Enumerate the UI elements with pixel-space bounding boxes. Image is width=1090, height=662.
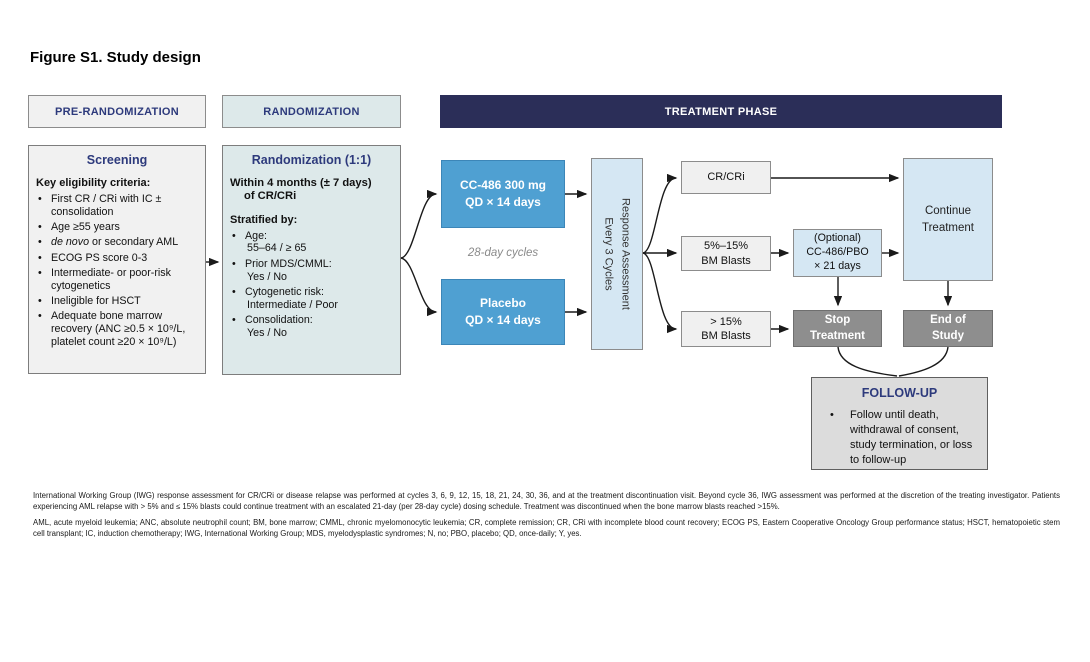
optional-escalation-box: (Optional) CC-486/PBO × 21 days: [793, 229, 882, 277]
screening-title: Screening: [86, 153, 148, 167]
end-of-study-box: End of Study: [903, 310, 993, 347]
footnote-abbreviations: AML, acute myeloid leukemia; ANC, absolu…: [33, 518, 1060, 539]
follow-up-title: FOLLOW-UP: [861, 386, 938, 400]
list-item: • Consolidation:Yes / No: [232, 314, 313, 339]
list-item: • Cytogenetic risk:Intermediate / Poor: [232, 285, 338, 311]
list-item: • ECOG PS score 0-3: [38, 251, 148, 264]
bullet-icon: •: [232, 229, 236, 242]
bullet-icon: •: [232, 257, 236, 270]
screening-box: Screening Key eligibility criteria: • Fi…: [28, 145, 206, 374]
list-item: • Ineligible for HSCT: [38, 295, 141, 308]
phase-header-treatment: TREATMENT PHASE: [440, 95, 1002, 128]
cycle-note: 28-day cycles: [467, 247, 539, 259]
bullet-icon: •: [38, 220, 42, 233]
arm-cc486-box: CC-486 300 mg QD × 14 days: [441, 160, 565, 228]
figure-footnote: International Working Group (IWG) respon…: [33, 490, 1060, 540]
follow-up-box: FOLLOW-UP • Follow until death, withdraw…: [811, 377, 988, 470]
continue-treatment-box: Continue Treatment: [903, 158, 993, 281]
randomization-timing: Within 4 months (± 7 days) of CR/CRi: [230, 177, 372, 203]
randomization-box: Randomization (1:1) Within 4 months (± 7…: [222, 145, 401, 375]
bullet-icon: •: [38, 236, 42, 249]
list-item: • Prior MDS/CMML:Yes / No: [232, 257, 332, 283]
stop-treatment-box: Stop Treatment: [793, 310, 882, 347]
outcome-blasts-gt15-box: > 15% BM Blasts: [681, 311, 771, 347]
bullet-icon: •: [38, 192, 42, 205]
list-item: • First CR / CRi with IC ± consolidation: [38, 192, 162, 218]
arm-placebo-box: Placebo QD × 14 days: [441, 279, 565, 345]
stratified-heading: Stratified by:: [230, 213, 298, 226]
bullet-icon: •: [38, 251, 42, 264]
list-item: • Adequate bone marrow recovery (ANC ≥0.…: [38, 310, 186, 349]
randomization-title: Randomization (1:1): [251, 153, 372, 167]
list-item: • Age:55–64 / ≥ 65: [232, 229, 307, 255]
footnote-assessment: International Working Group (IWG) respon…: [33, 491, 1060, 512]
eligibility-heading: Key eligibility criteria:: [36, 177, 151, 189]
outcome-blasts-5-15-box: 5%–15% BM Blasts: [681, 236, 771, 271]
bullet-icon: •: [38, 310, 42, 323]
list-item: • Follow until death, withdrawal of cons…: [822, 408, 977, 467]
response-assessment-box: Response Assessment Every 3 Cycles: [591, 158, 643, 350]
phase-header-pre-randomization: PRE-RANDOMIZATION: [28, 95, 206, 128]
list-item: • Age ≥55 years: [38, 220, 120, 233]
phase-header-randomization: RANDOMIZATION: [222, 95, 401, 128]
bullet-icon: •: [232, 314, 236, 327]
bullet-icon: •: [38, 295, 42, 308]
outcome-cr-cri-box: CR/CRi: [681, 161, 771, 194]
bullet-icon: •: [830, 409, 834, 421]
response-assessment-label: Response Assessment Every 3 Cycles: [603, 198, 632, 310]
figure-title: Figure S1. Study design: [30, 49, 201, 66]
bullet-icon: •: [232, 285, 236, 298]
bullet-icon: •: [38, 266, 42, 279]
list-item: • de novo or secondary AML: [38, 236, 179, 249]
list-item: • Intermediate- or poor-risk cytogenetic…: [38, 266, 171, 292]
